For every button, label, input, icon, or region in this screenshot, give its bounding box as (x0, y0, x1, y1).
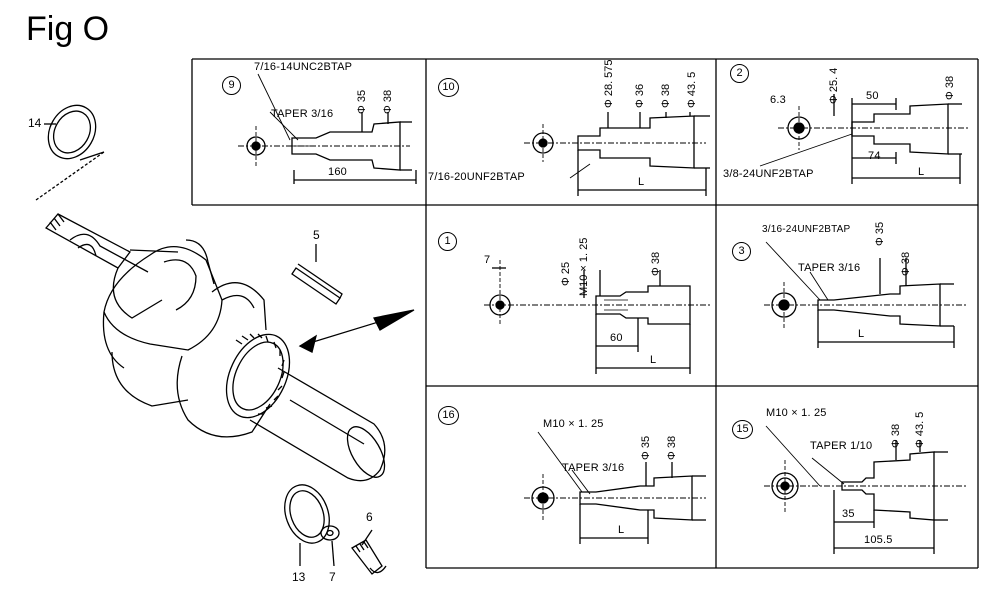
panel-3-number: 3 (732, 242, 751, 261)
panel-3-taper: TAPER 3/16 (798, 262, 861, 274)
panel-10-thread: 7/16-20UNF2BTAP (428, 171, 525, 183)
part-number-14: 14 (28, 116, 42, 130)
panel-15-number: 15 (732, 420, 753, 439)
panel-1-length-1: 60 (610, 332, 623, 344)
panel-10-dia-1: Φ 28. 575 (603, 59, 615, 108)
panel-3-dia-2: Φ 38 (900, 251, 912, 276)
panel-3-length: L (858, 328, 865, 340)
panel-15-taper: TAPER 1/10 (810, 440, 873, 452)
panel-10-dia-3: Φ 38 (660, 83, 672, 108)
panel-2-drawing (759, 94, 968, 184)
panel-2-thread: 3/8-24UNF2BTAP (723, 168, 814, 180)
part-number-7: 7 (329, 570, 336, 584)
panel-10-drawing (524, 112, 710, 196)
panel-10-number: 10 (438, 78, 459, 97)
panel-15-drawing (764, 425, 968, 554)
panel-9-length: 160 (328, 166, 347, 178)
panel-1-key-width: 7 (484, 254, 491, 266)
figure-title: Fig O (26, 10, 110, 48)
panel-3-drawing (764, 241, 968, 348)
panel-16-taper: TAPER 3/16 (562, 462, 625, 474)
panel-15-dia-1: Φ 38 (890, 423, 902, 448)
panel-16-length: L (618, 524, 625, 536)
panel-2-length: L (918, 166, 925, 178)
panel-10-dia-2: Φ 36 (634, 83, 646, 108)
part-number-5: 5 (313, 228, 320, 242)
panel-2-dia-1: Φ 25. 4 (828, 67, 840, 104)
panel-16-drawing (524, 431, 706, 544)
panel-9-thread: 7/16-14UNC2BTAP (254, 61, 353, 73)
panel-16-dia-1: Φ 35 (640, 435, 652, 460)
panel-2-length-2: 74 (868, 150, 881, 162)
panel-16-number: 16 (438, 406, 459, 425)
panel-1-number: 1 (438, 232, 457, 251)
part-number-6: 6 (366, 510, 373, 524)
panel-15-thread: M10 × 1. 25 (766, 407, 827, 419)
panel-9-dia-1: Φ 35 (356, 89, 368, 114)
part-number-13: 13 (292, 570, 306, 584)
panel-1-thread: M10 × 1. 25 (578, 237, 590, 296)
panel-2-length-1: 50 (866, 90, 879, 102)
panel-2-number: 2 (730, 64, 749, 83)
panel-15-length-2: 105.5 (864, 534, 893, 546)
panel-2-dia-2: Φ 38 (944, 75, 956, 100)
panel-16-thread: M10 × 1. 25 (543, 418, 604, 430)
panel-9-drawing (238, 73, 417, 184)
panel-9-taper: TAPER 3/16 (271, 108, 334, 120)
panel-1-dia-2: Φ 38 (650, 251, 662, 276)
panel-16-dia-2: Φ 38 (666, 435, 678, 460)
panel-3-dia-1: Φ 35 (874, 221, 886, 246)
panel-1-drawing (484, 260, 712, 374)
panel-1-dia-1: Φ 25 (560, 261, 572, 286)
panel-2-key-width: 6.3 (770, 94, 786, 106)
crankshaft-drawing (35, 104, 415, 575)
panel-3-thread: 3/16-24UNF2BTAP (762, 224, 851, 235)
panel-9-number: 9 (222, 76, 241, 95)
panel-15-dia-2: Φ 43. 5 (914, 411, 926, 448)
panel-10-length: L (638, 176, 645, 188)
panel-1-length: L (650, 354, 657, 366)
panel-grid-lines (191, 58, 979, 569)
panel-15-length-1: 35 (842, 508, 855, 520)
panel-9-dia-2: Φ 38 (382, 89, 394, 114)
panel-10-dia-4: Φ 43. 5 (686, 71, 698, 108)
